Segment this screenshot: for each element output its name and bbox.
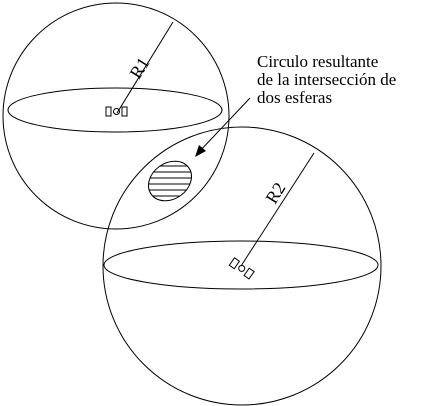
annotation-text: Circulo resultante de la intersección de…: [257, 52, 396, 107]
sphere-1-radius-line: [116, 21, 174, 114]
sphere-2-outline: [102, 126, 382, 406]
sphere-1-equator-back: [7, 87, 223, 111]
arrowhead-icon: [195, 145, 206, 157]
annotation-line-2: de la intersección de: [257, 70, 396, 89]
annotation-line-1: Circulo resultante: [257, 52, 378, 71]
satellite-icon: [105, 106, 128, 117]
sphere-2-equator-front: [103, 264, 379, 290]
sphere-1-equator-front: [7, 109, 223, 133]
satellite-icon: [228, 257, 255, 280]
sphere-1-outline: [2, 2, 230, 230]
annotation-line-3: dos esferas: [257, 88, 332, 107]
intersection-outline: [148, 160, 192, 202]
sphere-2-equator-back: [103, 240, 379, 266]
radius-label-r2: R2: [261, 179, 289, 207]
radius-label-r1: R1: [125, 54, 153, 82]
sphere-2: R2: [102, 126, 382, 406]
sphere-1: R1: [2, 2, 230, 230]
annotation-arrow: [195, 97, 251, 157]
sphere-2-radius-line: [240, 152, 315, 267]
